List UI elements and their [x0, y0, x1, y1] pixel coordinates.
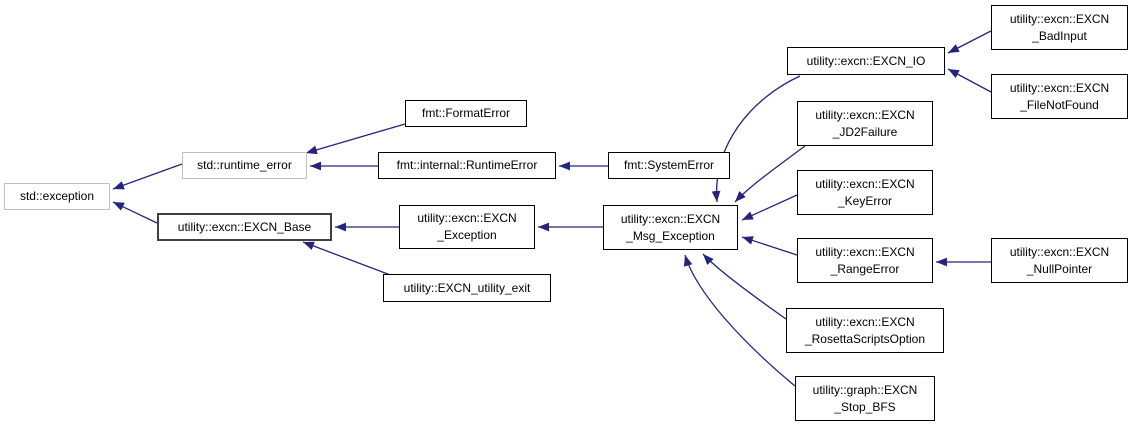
- node-utility-excn-excn-base[interactable]: utility::excn::EXCN_Base: [157, 213, 332, 241]
- node-utility-excn-excn-nullpointer[interactable]: utility::excn::EXCN _NullPointer: [991, 238, 1128, 283]
- edge-excn-io-to-msg-exception: [711, 75, 801, 203]
- edge-formaterror-to-runtime-error: [305, 123, 406, 155]
- node-utility-excn-excn-filenotfound[interactable]: utility::excn::EXCN _FileNotFound: [991, 74, 1128, 119]
- node-utility-excn-excn-rosettascriptsoption[interactable]: utility::excn::EXCN _RosettaScriptsOptio…: [786, 308, 944, 353]
- node-utility-excn-excn-rangeerror[interactable]: utility::excn::EXCN _RangeError: [797, 238, 933, 283]
- edge-badinput-to-excn-io: [947, 30, 992, 54]
- node-utility-excn-excn-exception[interactable]: utility::excn::EXCN _Exception: [399, 205, 535, 249]
- node-std-exception: std::exception: [4, 183, 110, 210]
- node-fmt-formaterror[interactable]: fmt::FormatError: [405, 100, 527, 127]
- edge-filenotfound-to-excn-io: [947, 68, 992, 93]
- node-utility-excn-utility-exit[interactable]: utility::EXCN_utility_exit: [383, 274, 551, 302]
- node-fmt-internal-runtimeerror[interactable]: fmt::internal::RuntimeError: [378, 152, 556, 179]
- edge-stop-bfs-to-msg-exception: [683, 254, 796, 387]
- edge-runtime-error-to-exception: [112, 163, 183, 190]
- node-utility-excn-excn-keyerror[interactable]: utility::excn::EXCN _KeyError: [797, 170, 933, 215]
- edge-keyerror-to-msg-exception: [741, 194, 798, 221]
- edge-excn-base-to-exception: [112, 201, 158, 224]
- node-utility-excn-excn-badinput[interactable]: utility::excn::EXCN _BadInput: [991, 5, 1128, 50]
- edge-rosettascripts-to-msg-exception: [702, 253, 787, 320]
- node-utility-excn-excn-io[interactable]: utility::excn::EXCN_IO: [787, 47, 945, 75]
- node-std-runtime-error: std::runtime_error: [182, 152, 307, 179]
- node-fmt-systemerror[interactable]: fmt::SystemError: [608, 152, 730, 179]
- edge-jd2failure-to-msg-exception: [734, 145, 806, 203]
- edge-utility-exit-to-excn-base: [302, 241, 394, 277]
- edge-rangeerror-to-msg-exception: [741, 236, 798, 256]
- node-utility-graph-excn-stop-bfs[interactable]: utility::graph::EXCN _Stop_BFS: [795, 376, 935, 421]
- node-utility-excn-excn-jd2failure[interactable]: utility::excn::EXCN _JD2Failure: [797, 101, 933, 146]
- node-utility-excn-excn-msg-exception[interactable]: utility::excn::EXCN _Msg_Exception: [603, 205, 738, 250]
